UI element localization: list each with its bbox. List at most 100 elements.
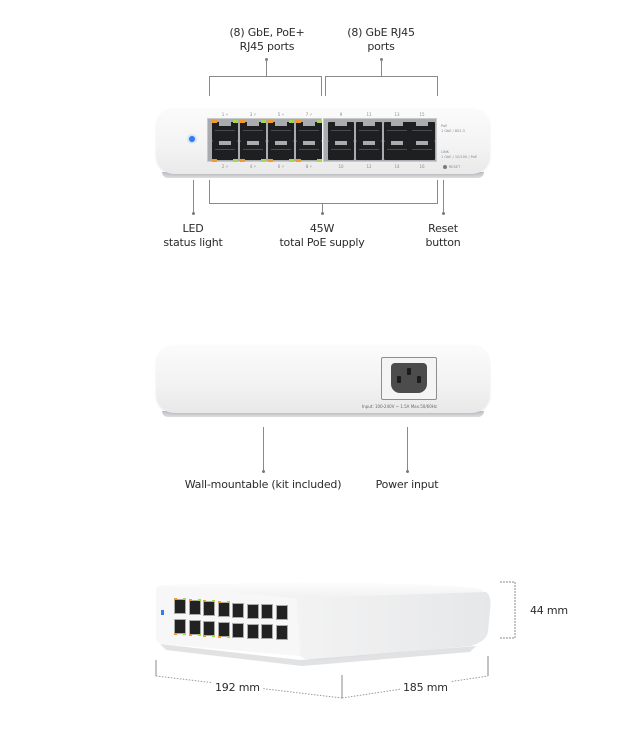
perspective-port bbox=[217, 621, 230, 637]
perspective-side bbox=[296, 592, 491, 660]
width-dimension: 192 mm bbox=[212, 681, 263, 694]
reset-callout: Reset button bbox=[413, 222, 473, 250]
led-callout-line bbox=[193, 180, 194, 213]
port-activity-light bbox=[296, 159, 301, 162]
gbe-port[interactable] bbox=[384, 122, 410, 141]
perspective-port-light bbox=[197, 598, 201, 601]
perspective-port bbox=[174, 619, 186, 634]
gbe-port[interactable] bbox=[384, 141, 410, 160]
gbe-port[interactable] bbox=[328, 122, 354, 141]
gbe-port[interactable] bbox=[328, 141, 354, 160]
front-device-base bbox=[162, 172, 484, 178]
poe-supply-callout-line1: 45W bbox=[309, 222, 335, 235]
perspective-port-light bbox=[203, 634, 206, 637]
port-link-light bbox=[289, 120, 294, 123]
status-led bbox=[189, 136, 195, 142]
port-link-light bbox=[261, 120, 266, 123]
port-number-label: 12 bbox=[366, 164, 372, 169]
perspective-port-light bbox=[226, 635, 230, 638]
perspective-shadow bbox=[160, 644, 476, 666]
port-number-label: 11 bbox=[366, 112, 372, 117]
height-dimension: 44 mm bbox=[530, 604, 568, 617]
bracket-line bbox=[209, 203, 438, 204]
perspective-port-light bbox=[212, 599, 215, 602]
port-activity-light bbox=[296, 120, 301, 123]
gbe-ports-callout: (8) GbE RJ45 ports bbox=[336, 26, 426, 54]
bracket-line bbox=[325, 76, 438, 77]
port-number-label: 10 bbox=[338, 164, 344, 169]
wall-mount-callout-line bbox=[263, 427, 264, 471]
power-spec-label: Input: 100-240V ~ 1.5A Max.50/60Hz bbox=[362, 404, 437, 409]
port-link-light bbox=[317, 159, 322, 162]
callout-dot bbox=[406, 470, 409, 473]
port-link-light bbox=[317, 120, 322, 123]
perspective-led bbox=[161, 610, 164, 615]
bracket-line bbox=[437, 180, 438, 204]
perspective-port bbox=[232, 622, 244, 638]
reset-callout-line1: Reset bbox=[428, 222, 458, 235]
perspective-port-light bbox=[203, 599, 206, 602]
gbe-port[interactable] bbox=[409, 122, 435, 141]
perspective-port bbox=[174, 599, 186, 614]
bracket-line bbox=[322, 203, 323, 213]
perspective-port-light bbox=[226, 600, 230, 603]
socket-pin bbox=[397, 376, 401, 383]
power-socket-icon[interactable] bbox=[391, 363, 427, 393]
poe-ports-callout: (8) GbE, PoE+ RJ45 ports bbox=[222, 26, 312, 54]
perspective-port bbox=[275, 625, 288, 641]
bracket-line bbox=[209, 180, 210, 204]
legend-poe: PoE bbox=[441, 124, 448, 128]
perspective-port bbox=[275, 605, 288, 621]
poe-port[interactable] bbox=[296, 122, 322, 141]
poe-port[interactable] bbox=[212, 122, 238, 141]
perspective-port-light bbox=[217, 635, 221, 638]
power-input-callout-line bbox=[407, 427, 408, 471]
poe-port[interactable] bbox=[240, 122, 266, 141]
depth-dimension-line bbox=[341, 675, 489, 699]
power-input-callout: Power input bbox=[375, 478, 439, 491]
reset-callout-line2: button bbox=[425, 236, 461, 249]
perspective-port-light bbox=[174, 633, 177, 635]
poe-supply-callout: 45W total PoE supply bbox=[262, 222, 382, 250]
port-link-light bbox=[233, 120, 238, 123]
poe-ports-callout-line1: (8) GbE, PoE+ bbox=[229, 26, 305, 39]
poe-port[interactable] bbox=[268, 141, 294, 160]
port-activity-light bbox=[240, 159, 245, 162]
legend-link: LINK bbox=[441, 150, 449, 154]
port-number-label: 4 ⚡ bbox=[249, 164, 257, 169]
led-callout: LED status light bbox=[153, 222, 233, 250]
bracket-line bbox=[325, 76, 326, 96]
port-activity-light bbox=[268, 159, 273, 162]
perspective-port-light bbox=[197, 633, 201, 636]
port-number-label: 5 ⚡ bbox=[277, 112, 285, 117]
port-number-label: 15 bbox=[419, 112, 425, 117]
perspective-port-light bbox=[188, 633, 192, 636]
perspective-port bbox=[188, 619, 201, 635]
reset-button[interactable] bbox=[443, 165, 447, 169]
port-number-label: 1 ⚡ bbox=[221, 112, 229, 117]
perspective-port-light bbox=[183, 633, 186, 635]
perspective-port bbox=[261, 624, 273, 640]
poe-port[interactable] bbox=[240, 141, 266, 160]
callout-dot bbox=[321, 212, 324, 215]
bracket-line bbox=[209, 76, 322, 77]
socket-pin bbox=[407, 368, 411, 375]
poe-port[interactable] bbox=[268, 122, 294, 141]
perspective-port bbox=[246, 623, 259, 639]
port-link-light bbox=[233, 159, 238, 162]
port-number-label: 3 ⚡ bbox=[249, 112, 257, 117]
port-number-label: 16 bbox=[419, 164, 425, 169]
gbe-port[interactable] bbox=[356, 122, 382, 141]
perspective-port bbox=[246, 603, 259, 619]
gbe-port[interactable] bbox=[356, 141, 382, 160]
wall-mount-callout: Wall-mountable (kit included) bbox=[184, 478, 342, 491]
bracket-line bbox=[209, 76, 210, 96]
gbe-ports-callout-line1: (8) GbE RJ45 bbox=[347, 26, 415, 39]
poe-port[interactable] bbox=[296, 141, 322, 160]
bracket-line bbox=[321, 76, 322, 96]
callout-dot bbox=[262, 470, 265, 473]
led-callout-line2: status light bbox=[163, 236, 223, 249]
poe-port[interactable] bbox=[212, 141, 238, 160]
gbe-port[interactable] bbox=[409, 141, 435, 160]
port-number-label: 6 ⚡ bbox=[277, 164, 285, 169]
